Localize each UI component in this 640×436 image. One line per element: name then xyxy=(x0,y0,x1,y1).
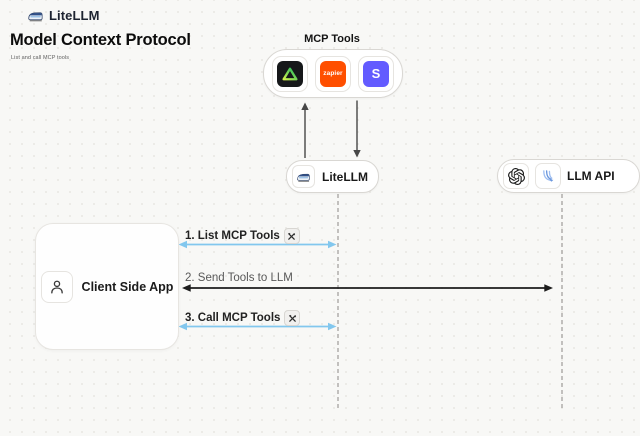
hammer-wrench-icon xyxy=(284,310,301,326)
arrow-mcp-to-litellm xyxy=(353,100,361,158)
tool-tile-zapier: zapier xyxy=(315,55,351,92)
client-side-app-label: Client Side App xyxy=(81,279,174,294)
llm-api-node-label: LLM API xyxy=(567,169,615,183)
brand-label: LiteLLM xyxy=(49,8,100,23)
mcp-tools-node: zapier S xyxy=(263,49,403,98)
litellm-node-label: LiteLLM xyxy=(322,169,368,184)
page-title: Model Context Protocol xyxy=(10,31,191,49)
arrow-send-tools-to-llm xyxy=(182,284,553,292)
message-1-label: 1. List MCP Tools xyxy=(185,230,280,242)
zapier-icon: zapier xyxy=(320,60,346,87)
llm-provider-icon xyxy=(535,163,561,189)
openai-icon xyxy=(503,163,529,189)
message-call-mcp-tools: 3. Call MCP Tools xyxy=(185,310,301,326)
llm-api-node: LLM API xyxy=(497,159,640,193)
brand: LiteLLM xyxy=(27,8,100,23)
message-2-label: 2. Send Tools to LLM xyxy=(185,272,293,284)
arrow-litellm-to-mcp xyxy=(301,102,309,158)
message-3-label: 3. Call MCP Tools xyxy=(185,312,281,324)
user-icon xyxy=(40,270,73,303)
mcp-tools-label: MCP Tools xyxy=(304,33,360,45)
message-send-tools-to-llm: 2. Send Tools to LLM xyxy=(185,272,293,284)
litellm-node: LiteLLM xyxy=(286,160,379,193)
message-list-mcp-tools: 1. List MCP Tools xyxy=(185,228,300,244)
stripe-icon: S xyxy=(363,60,389,87)
client-side-app-node: Client Side App xyxy=(35,223,179,350)
litellm-train-icon xyxy=(28,11,43,21)
litellm-train-icon xyxy=(292,165,315,188)
hammer-wrench-icon xyxy=(283,228,300,244)
page-subtitle: List and call MCP tools xyxy=(11,55,70,61)
green-triangle-icon xyxy=(277,60,303,87)
tool-tile-green-triangle xyxy=(272,55,308,92)
tool-tile-stripe: S xyxy=(358,55,394,92)
